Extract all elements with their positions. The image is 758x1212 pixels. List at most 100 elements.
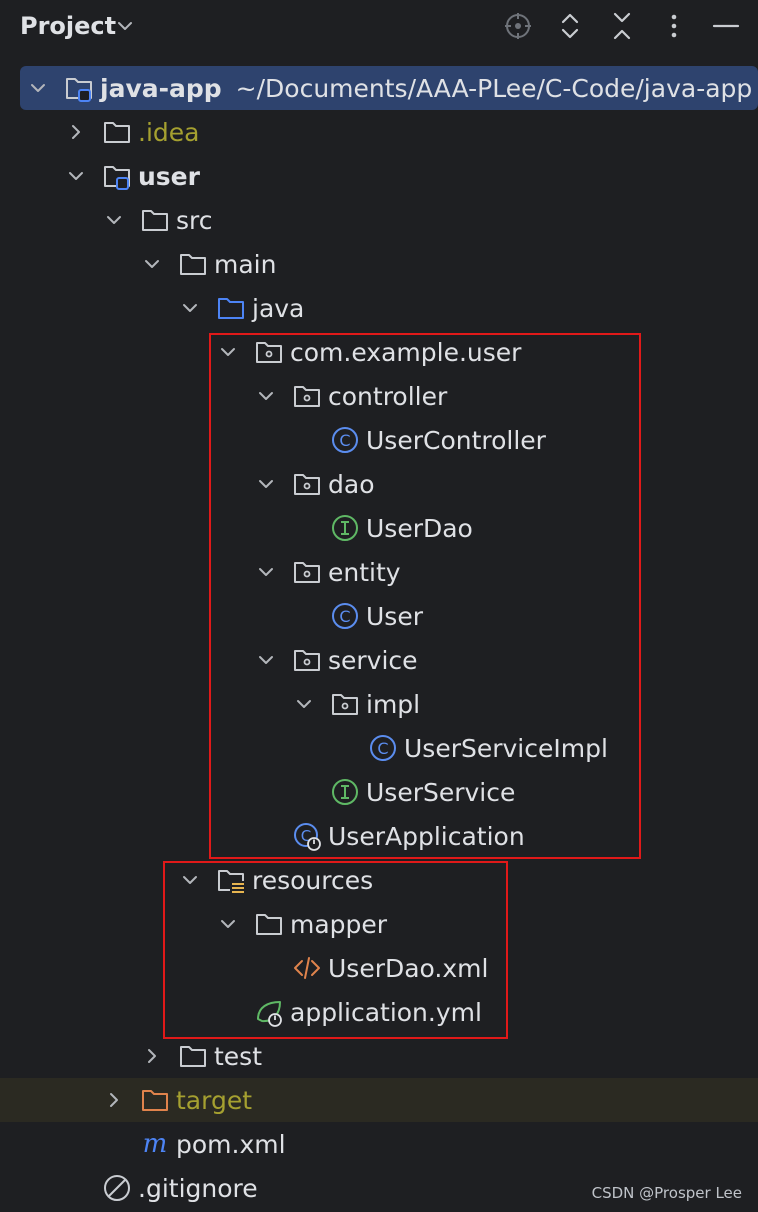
tree-row-impl[interactable]: impl: [0, 682, 758, 726]
tree-row-application-yml[interactable]: application.yml: [0, 990, 758, 1034]
tree-row-entity[interactable]: entity: [0, 550, 758, 594]
tree-row-controller[interactable]: controller: [0, 374, 758, 418]
tree-item-label: target: [176, 1085, 253, 1115]
expand-toggle[interactable]: [102, 1088, 126, 1112]
tree-row-userserviceimpl[interactable]: C UserServiceImpl: [0, 726, 758, 770]
tree-item-label: UserServiceImpl: [404, 733, 608, 763]
chevron-down-icon[interactable]: [180, 870, 200, 890]
chevron-down-icon[interactable]: [66, 166, 86, 186]
tree-row-dao[interactable]: dao: [0, 462, 758, 506]
chevron-down-icon[interactable]: [218, 914, 238, 934]
svg-text:C: C: [339, 607, 350, 626]
chevron-spacer: [64, 1176, 88, 1200]
tree-row-user[interactable]: user: [0, 154, 758, 198]
tree-row-java-app[interactable]: java-app~/Documents/AAA-PLee/C-Code/java…: [20, 66, 758, 110]
expand-toggle[interactable]: [64, 120, 88, 144]
expand-toggle[interactable]: [178, 296, 202, 320]
chevron-right-icon[interactable]: [66, 122, 86, 142]
chevron-right-icon[interactable]: [142, 1046, 162, 1066]
expand-toggle[interactable]: [254, 648, 278, 672]
chevron-down-icon[interactable]: [256, 474, 276, 494]
chevron-down-icon[interactable]: [256, 386, 276, 406]
tree-row-userdao[interactable]: UserDao: [0, 506, 758, 550]
expand-toggle[interactable]: [216, 340, 240, 364]
source-folder-icon: [216, 293, 246, 323]
excluded-folder-icon: [140, 1085, 170, 1115]
expand-toggle[interactable]: [292, 692, 316, 716]
resources-folder-icon: [216, 865, 246, 895]
expand-toggle[interactable]: [178, 868, 202, 892]
class-icon: C: [368, 733, 398, 763]
chevron-spacer: [292, 516, 316, 540]
ignore-icon: [102, 1173, 132, 1203]
chevron-down-icon[interactable]: [218, 342, 238, 362]
project-tree: java-app~/Documents/AAA-PLee/C-Code/java…: [0, 66, 758, 1210]
tree-row-resources[interactable]: resources: [0, 858, 758, 902]
tree-row-userservice[interactable]: UserService: [0, 770, 758, 814]
tree-row-target[interactable]: target: [0, 1078, 758, 1122]
expand-toggle[interactable]: [102, 208, 126, 232]
tree-item-label: entity: [328, 557, 401, 587]
package-icon: [292, 469, 322, 499]
maven-icon: m: [140, 1129, 170, 1159]
svg-text:C: C: [339, 431, 350, 450]
tree-item-label: mapper: [290, 909, 388, 939]
tree-row-userdao-xml[interactable]: UserDao.xml: [0, 946, 758, 990]
tree-item-label: com.example.user: [290, 337, 522, 367]
expand-toggle[interactable]: [254, 560, 278, 584]
tree-item-label: java: [252, 293, 305, 323]
folder-icon: [178, 249, 208, 279]
tree-item-label: main: [214, 249, 277, 279]
tree-item-label: src: [176, 205, 213, 235]
locate-icon[interactable]: [502, 10, 534, 42]
chevron-down-icon[interactable]: [142, 254, 162, 274]
tree-row-gitignore[interactable]: .gitignore: [0, 1166, 758, 1210]
chevron-down-icon[interactable]: [294, 694, 314, 714]
hide-panel-icon[interactable]: [710, 10, 742, 42]
tree-item-label: user: [138, 161, 200, 191]
tree-item-label: UserDao.xml: [328, 953, 489, 983]
tree-row-java[interactable]: java: [0, 286, 758, 330]
chevron-down-icon[interactable]: [256, 650, 276, 670]
collapse-all-icon[interactable]: [606, 10, 638, 42]
tree-item-label: test: [214, 1041, 263, 1071]
chevron-down-icon[interactable]: [104, 210, 124, 230]
tree-row-idea[interactable]: .idea: [0, 110, 758, 154]
tree-row-main[interactable]: main: [0, 242, 758, 286]
package-icon: [254, 337, 284, 367]
expand-toggle[interactable]: [140, 252, 164, 276]
expand-toggle[interactable]: [254, 472, 278, 496]
expand-toggle[interactable]: [64, 164, 88, 188]
tree-row-src[interactable]: src: [0, 198, 758, 242]
chevron-down-icon[interactable]: [28, 78, 48, 98]
expand-all-icon[interactable]: [554, 10, 586, 42]
tree-item-label: .gitignore: [138, 1173, 258, 1203]
tree-row-service[interactable]: service: [0, 638, 758, 682]
tree-item-label: pom.xml: [176, 1129, 286, 1159]
chevron-spacer: [292, 428, 316, 452]
tree-item-label: resources: [252, 865, 374, 895]
expand-toggle[interactable]: [26, 76, 50, 100]
chevron-down-icon[interactable]: [256, 562, 276, 582]
tree-row-mapper[interactable]: mapper: [0, 902, 758, 946]
tree-item-label: impl: [366, 689, 421, 719]
expand-toggle[interactable]: [254, 384, 278, 408]
folder-icon: [140, 205, 170, 235]
expand-toggle[interactable]: [140, 1044, 164, 1068]
folder-icon: [254, 909, 284, 939]
chevron-down-icon[interactable]: [116, 17, 134, 35]
expand-toggle[interactable]: [216, 912, 240, 936]
more-options-icon[interactable]: [658, 10, 690, 42]
package-icon: [292, 645, 322, 675]
panel-title[interactable]: Project: [20, 12, 117, 40]
chevron-right-icon[interactable]: [104, 1090, 124, 1110]
tree-row-test[interactable]: test: [0, 1034, 758, 1078]
svg-text:C: C: [377, 739, 388, 758]
chevron-down-icon[interactable]: [180, 298, 200, 318]
tree-row-com-example-user[interactable]: com.example.user: [0, 330, 758, 374]
package-icon: [292, 381, 322, 411]
